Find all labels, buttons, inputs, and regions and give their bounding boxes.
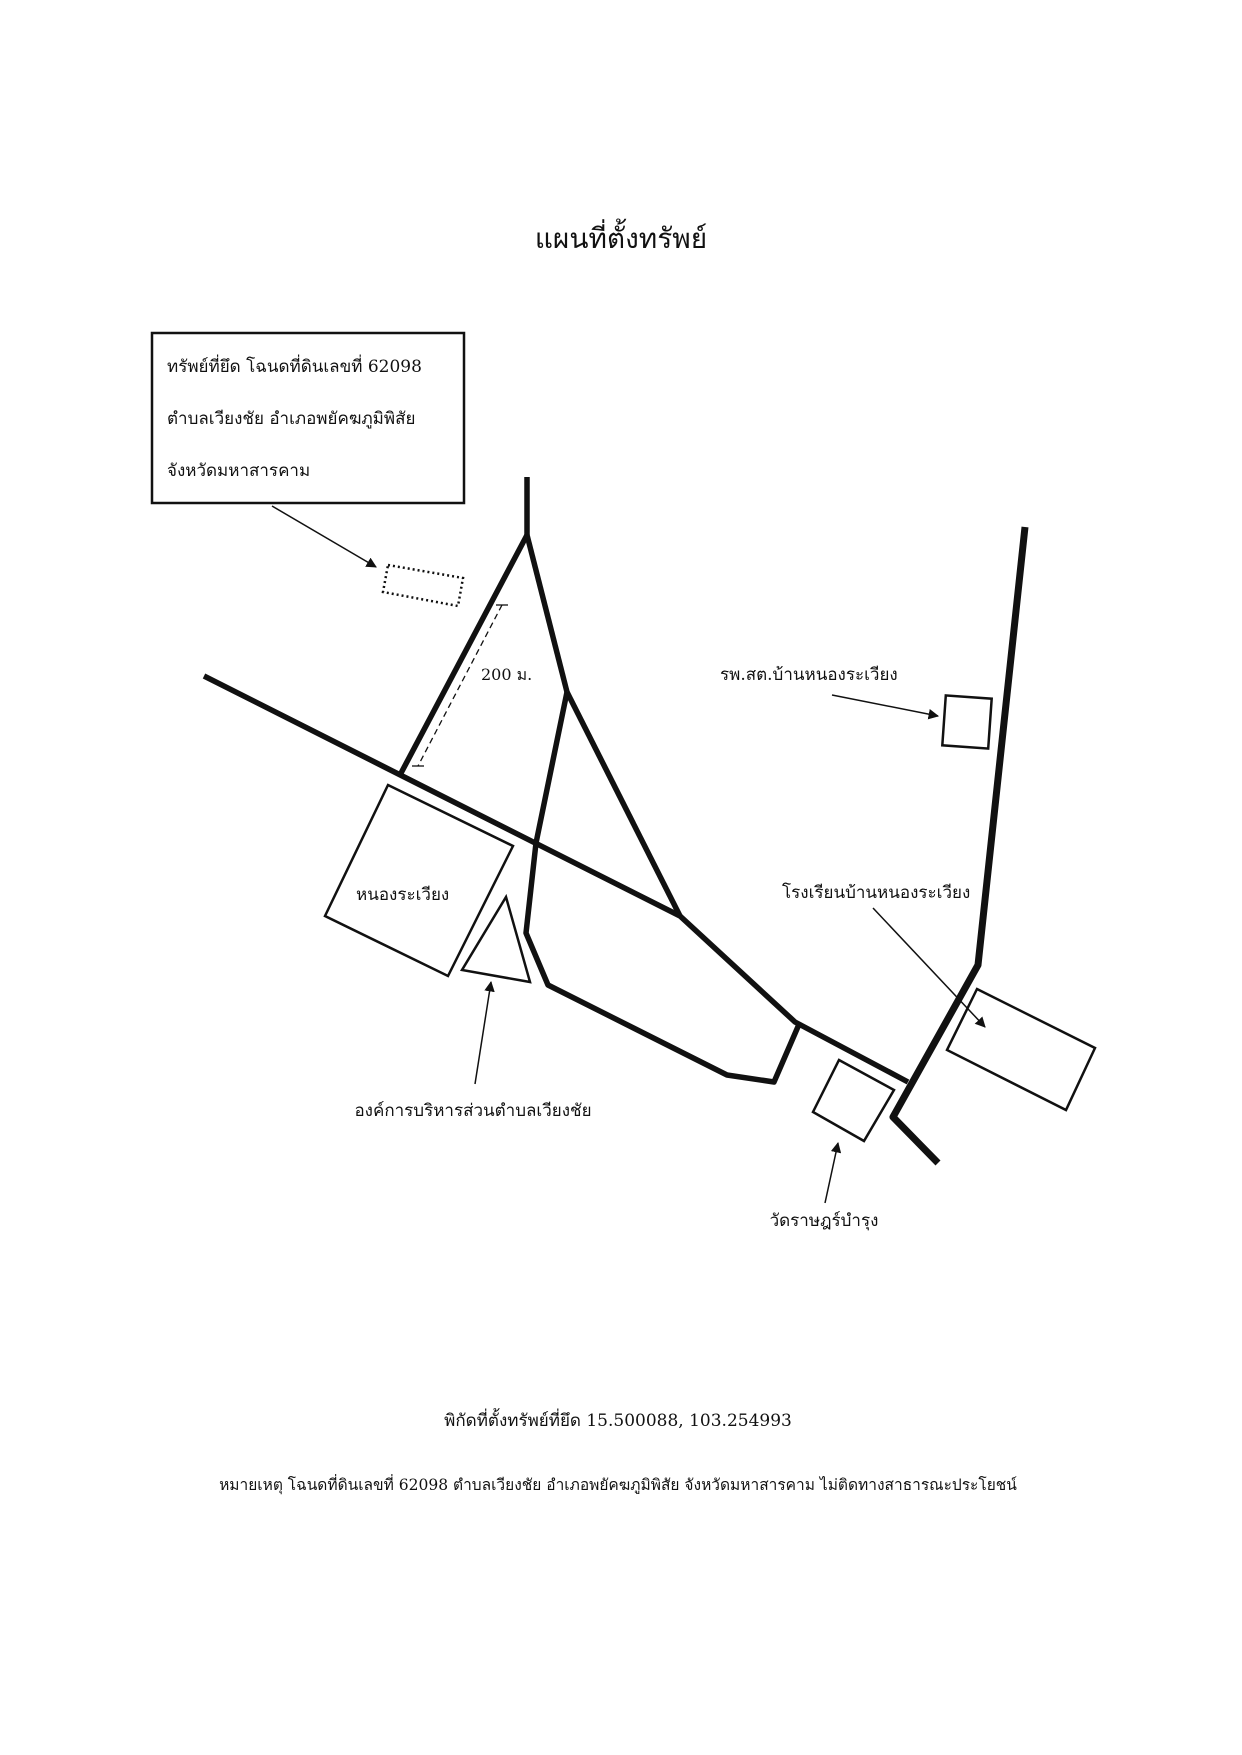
tao-arrow	[474, 980, 495, 1085]
temple-label: วัดราษฎร์บำรุง	[770, 1211, 879, 1231]
page-title: แผนที่ตั้งทรัพย์	[535, 218, 707, 255]
east-road	[889, 526, 1029, 1166]
road-to-property	[397, 533, 530, 777]
health-center-building	[940, 694, 994, 750]
property-box-line3: จังหวัดมหาสารคาม	[167, 461, 310, 481]
school-label: โรงเรียนบ้านหนองระเวียง	[782, 882, 970, 903]
remark-text: หมายเหตุ โฉนดที่ดินเลขที่ 62098 ตำบลเวีย…	[219, 1474, 1017, 1495]
seized-property-parcel	[381, 563, 465, 608]
temple-arrow	[824, 1141, 842, 1204]
property-pointer-arrow	[271, 505, 377, 568]
health-center-label: รพ.สต.บ้านหนองระเวียง	[720, 665, 898, 685]
road-east-branch	[564, 690, 683, 918]
tao-label: องค์การบริหารส่วนตำบลเวียงชัย	[354, 1101, 591, 1121]
health-center-arrow	[831, 694, 940, 720]
coordinates-text: พิกัดที่ตั้งทรัพย์ที่ยึด 15.500088, 103.…	[444, 1408, 792, 1431]
tao-office-building	[459, 893, 532, 984]
roads	[202, 477, 1029, 1166]
temple-building	[811, 1058, 896, 1143]
property-box-line1: ทรัพย์ที่ยึด โฉนดที่ดินเลขที่ 62098	[167, 354, 422, 377]
road-loop	[523, 691, 803, 1085]
main-road	[202, 673, 910, 1085]
school-arrow	[872, 907, 986, 1028]
pond-label: หนองระเวียง	[356, 885, 449, 905]
distance-label: 200 ม.	[481, 665, 532, 684]
property-info-box: ทรัพย์ที่ยึด โฉนดที่ดินเลขที่ 62098 ตำบล…	[150, 331, 466, 505]
school-building	[945, 987, 1097, 1112]
pond-area	[323, 783, 515, 978]
road-north-south	[524, 534, 570, 693]
property-box-line2: ตำบลเวียงชัย อำเภอพยัคฆภูมิพิสัย	[167, 409, 415, 429]
distance-indicator	[412, 604, 508, 767]
